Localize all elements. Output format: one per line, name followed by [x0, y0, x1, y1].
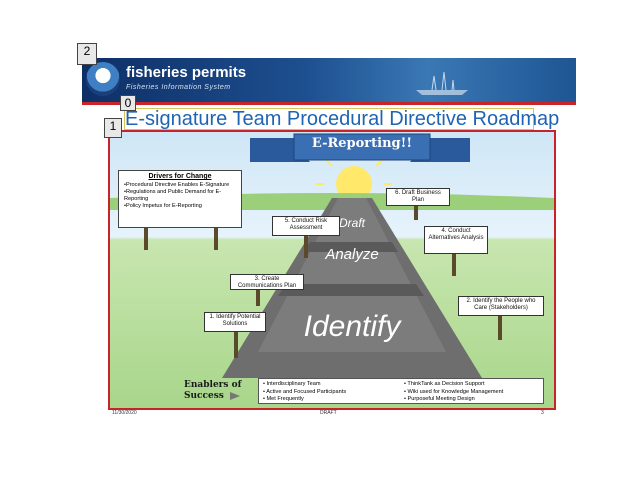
page-title: E-signature Team Procedural Directive Ro… — [124, 108, 560, 130]
enabler-item: • Purposeful Meeting Design — [404, 396, 475, 402]
noaa-logo-icon — [86, 62, 120, 96]
ribbon-text: E-Reporting!! — [311, 136, 413, 151]
sign-post — [452, 254, 456, 276]
annotation-marker-2[interactable]: 2 — [77, 43, 97, 65]
driver-item: •Procedural Directive Enables E-Signatur… — [124, 182, 230, 188]
sign-post — [144, 228, 148, 250]
drivers-for-change: Drivers for Change •Procedural Directive… — [118, 170, 242, 228]
step-4-sign: 4. Conduct Alternatives Analysis — [424, 226, 488, 254]
step-6-sign: 6. Draft Business Plan — [386, 188, 450, 206]
step-2-sign: 2. Identify the People who Care (Stakeho… — [458, 296, 544, 316]
roadmap-graphic — [110, 133, 554, 378]
ship-icon — [416, 71, 468, 95]
annotation-marker-1[interactable]: 1 — [104, 118, 122, 138]
drivers-heading: Drivers for Change — [148, 173, 212, 180]
sign-post — [304, 236, 308, 258]
e-reporting-ribbon — [250, 133, 470, 162]
step-3-sign: 3. Create Communications Plan — [230, 274, 304, 290]
enablers-right-column: • ThinkTank as Decision Support • Wiki u… — [404, 381, 539, 402]
brand-subtitle: Fisheries Information System — [126, 84, 231, 91]
sign-post — [498, 316, 502, 340]
sign-post — [234, 332, 238, 358]
footer-status: DRAFT — [320, 410, 337, 416]
enablers-label-line2: Success — [184, 391, 242, 402]
enabler-item: • Active and Focused Participants — [263, 388, 347, 395]
enablers-left-column: • Interdisciplinary Team • Active and Fo… — [263, 381, 398, 402]
road-label-analyze: Analyze — [325, 246, 379, 263]
enablers-box: • Interdisciplinary Team • Active and Fo… — [258, 378, 544, 404]
driver-item: •Policy Impetus for E-Reporting — [124, 203, 202, 209]
annotation-marker-0[interactable]: 0 — [120, 95, 136, 111]
driver-item: •Regulations and Public Demand for E-Rep… — [124, 189, 222, 202]
roadmap-diagram: E-Reporting!! Draft Analyze Identify Dri… — [108, 130, 556, 410]
enabler-item: • Interdisciplinary Team — [263, 381, 321, 387]
step-1-sign: 1. Identify Potential Solutions — [204, 312, 266, 332]
enablers-label-line1: Enablers of — [184, 380, 242, 390]
enabler-item: • Wiki used for Knowledge Management — [404, 388, 504, 395]
enablers-label-text: Success — [184, 391, 224, 401]
brand-name: fisheries permits — [126, 64, 247, 81]
sign-post — [214, 228, 218, 250]
enablers-label: Enablers of Success — [184, 380, 242, 402]
road-label-draft: Draft — [338, 216, 365, 230]
sign-post — [414, 206, 418, 220]
road-label-identify: Identify — [303, 310, 401, 343]
footer-page-number: 3 — [541, 410, 544, 416]
footer-date: 11/30/2020 — [112, 410, 137, 416]
arrow-right-icon — [230, 391, 241, 400]
header-banner: fisheries permits Fisheries Information … — [82, 58, 576, 105]
enabler-item: • Met Frequently — [263, 396, 304, 402]
step-5-sign: 5. Conduct Risk Assessment — [272, 216, 340, 236]
sign-post — [256, 290, 260, 306]
enabler-item: • ThinkTank as Decision Support — [404, 381, 485, 387]
